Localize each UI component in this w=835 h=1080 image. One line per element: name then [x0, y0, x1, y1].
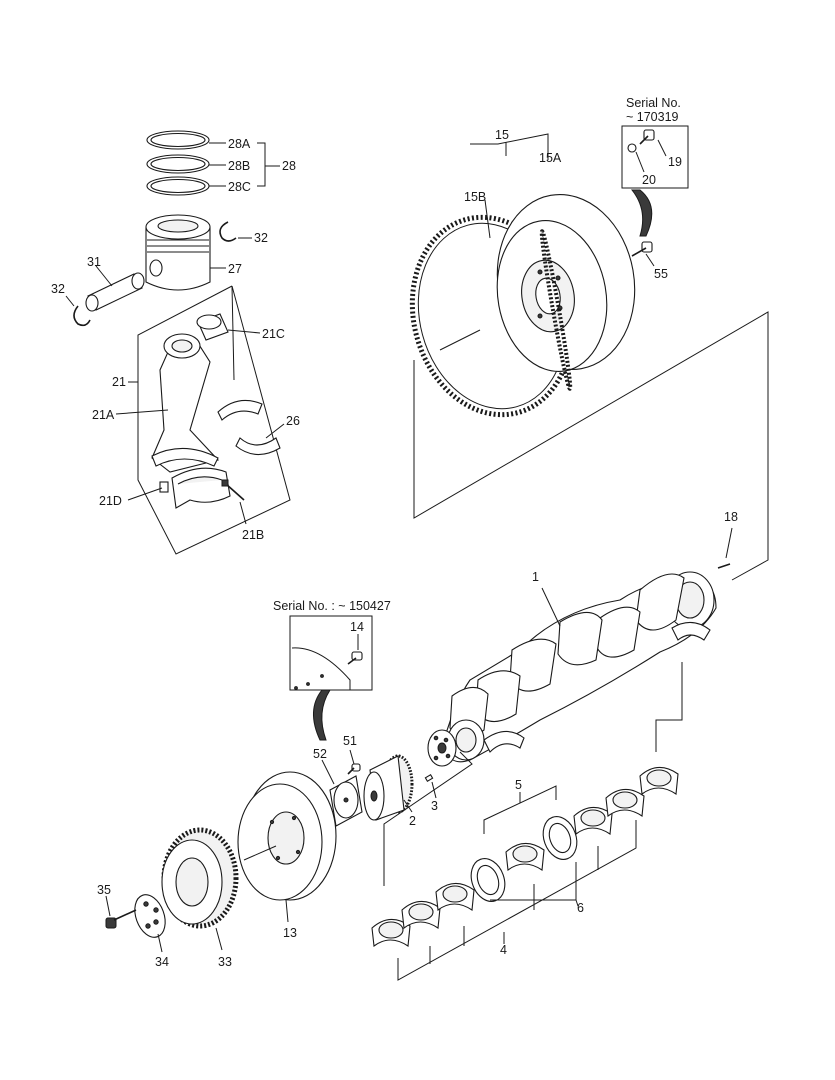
label-15: 15	[495, 128, 509, 142]
label-1: 1	[532, 570, 539, 584]
label-31: 31	[87, 255, 101, 269]
thrust-connector-lines	[383, 662, 683, 886]
con-rod-bracket	[137, 285, 291, 555]
label-32-left: 32	[51, 282, 65, 296]
small-end-bushing	[196, 313, 261, 341]
label-52: 52	[313, 747, 327, 761]
serial-title-flywheel: Serial No.	[626, 96, 681, 110]
label-21d: 21D	[99, 494, 122, 508]
con-rod	[151, 333, 220, 473]
main-bearings	[371, 766, 679, 948]
label-13: 13	[283, 926, 297, 940]
con-rod-cap	[159, 467, 231, 509]
label-21b: 21B	[242, 528, 265, 542]
label-28c: 28C	[228, 180, 251, 194]
snap-ring-left	[65, 295, 91, 327]
label-34: 34	[155, 955, 169, 969]
flywheel-body	[496, 193, 636, 391]
snap-ring-right	[219, 221, 252, 242]
label-21a: 21A	[92, 408, 115, 422]
label-21c: 21C	[262, 327, 285, 341]
label-2: 2	[409, 814, 416, 828]
label-18: 18	[724, 510, 738, 524]
serial-box-damper	[289, 615, 373, 741]
serial-value-flywheel: ~ 170319	[626, 110, 679, 124]
pulley-33	[161, 827, 239, 951]
serial-label-damper: Serial No. : ~ 150427	[273, 599, 391, 613]
crank-gear	[427, 729, 457, 767]
label-27: 27	[228, 262, 242, 276]
ring-leaders	[209, 142, 280, 187]
label-5: 5	[515, 778, 522, 792]
label-51: 51	[343, 734, 357, 748]
bearing-shells-rod	[217, 399, 285, 456]
label-28: 28	[282, 159, 296, 173]
bolt-51	[347, 749, 361, 775]
label-4: 4	[500, 943, 507, 957]
label-20: 20	[642, 173, 656, 187]
label-19: 19	[668, 155, 682, 169]
label-28b: 28B	[228, 159, 251, 173]
label-26: 26	[286, 414, 300, 428]
label-6: 6	[577, 901, 584, 915]
thrust-washers	[470, 816, 578, 902]
front-gear	[363, 754, 414, 821]
label-21: 21	[112, 375, 126, 389]
label-33: 33	[218, 955, 232, 969]
label-28a: 28A	[228, 137, 251, 151]
con-rod-bolt	[221, 479, 245, 501]
damper-13	[237, 771, 337, 923]
bolt-35	[105, 895, 137, 929]
washer-34	[134, 894, 166, 953]
label-15a: 15A	[539, 151, 562, 165]
label-55: 55	[654, 267, 668, 281]
piston	[145, 214, 226, 291]
hub-plate-52	[321, 759, 363, 827]
piston-rings-group	[146, 130, 210, 196]
con-rod-leaders	[115, 381, 247, 525]
flywheel-bracket	[413, 133, 769, 581]
dowel-pin	[717, 527, 733, 569]
serial-box-flywheel	[621, 125, 689, 237]
label-3: 3	[431, 799, 438, 813]
flywheel-bolt	[631, 241, 655, 267]
key	[424, 774, 437, 799]
label-35: 35	[97, 883, 111, 897]
label-14: 14	[350, 620, 364, 634]
label-32-right: 32	[254, 231, 268, 245]
crankshaft	[443, 571, 717, 763]
label-15b: 15B	[464, 190, 487, 204]
piston-pin	[85, 265, 145, 312]
bearing-brackets	[397, 785, 637, 981]
